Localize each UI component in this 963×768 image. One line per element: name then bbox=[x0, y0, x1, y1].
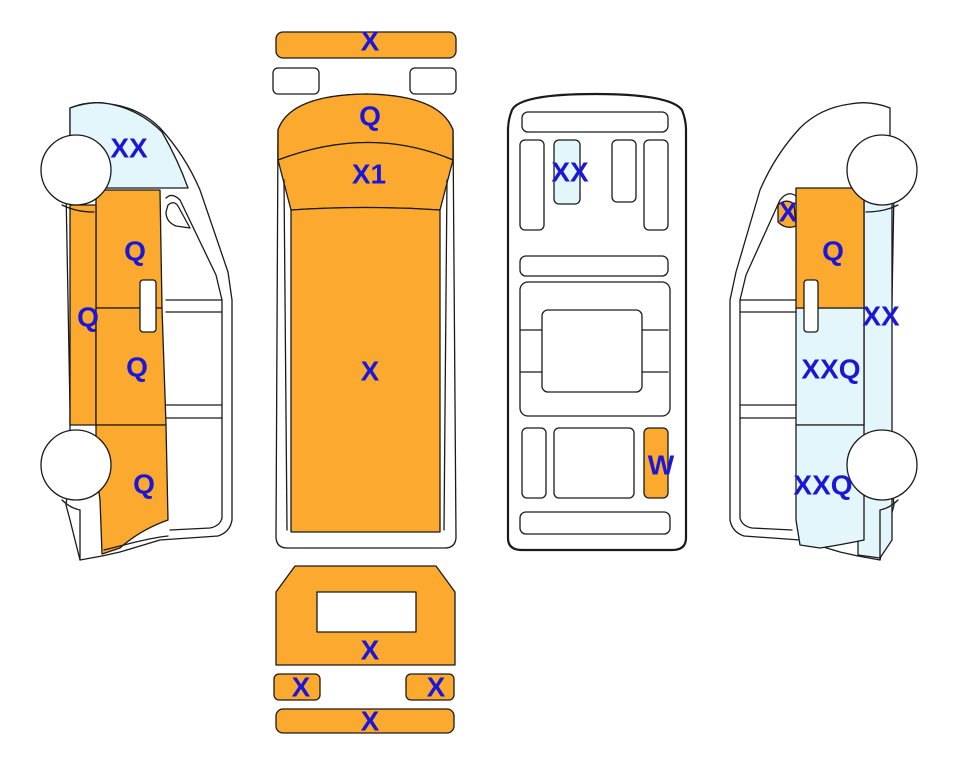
left-side-view bbox=[40, 102, 233, 561]
label-bonnet: Q bbox=[359, 101, 381, 132]
left-rear-panel bbox=[95, 424, 169, 555]
right-door-handle bbox=[803, 279, 819, 333]
label-rear-light-right: X bbox=[427, 672, 446, 703]
underbody-rear-panel bbox=[643, 427, 669, 499]
label-right-front-door: Q bbox=[822, 236, 844, 267]
label-left-front-wing: XX bbox=[110, 133, 148, 164]
underbody-view bbox=[506, 92, 688, 552]
label-right-mirror: X bbox=[779, 197, 798, 228]
label-right-pillar: XX bbox=[862, 301, 900, 332]
front-light-right bbox=[409, 67, 457, 95]
rear-window bbox=[316, 591, 417, 633]
label-left-front-door: Q bbox=[124, 236, 146, 267]
rear-bumper-panel bbox=[275, 708, 455, 734]
rear-view bbox=[273, 565, 456, 734]
right-front-door-panel bbox=[795, 187, 865, 309]
right-body-outline bbox=[729, 102, 895, 561]
label-rear-bumper: X bbox=[361, 706, 380, 737]
right-front-wheel bbox=[846, 134, 918, 206]
left-rear-wheel bbox=[40, 429, 112, 501]
right-side-view bbox=[729, 102, 918, 561]
label-roof: X bbox=[361, 356, 380, 387]
right-mirror-panel bbox=[777, 200, 797, 228]
label-left-side-rear: Q bbox=[133, 469, 155, 500]
damage-labels: X Q X1 X XX W X X X X XX Q Q Q Q X Q XX … bbox=[77, 26, 900, 737]
label-left-sill: Q bbox=[77, 302, 99, 333]
label-windscreen: X1 bbox=[352, 159, 386, 190]
label-underbody-seat: XX bbox=[551, 157, 589, 188]
left-window-frame bbox=[165, 194, 223, 531]
right-rear-wheel bbox=[846, 429, 918, 501]
rear-light-left-panel bbox=[273, 673, 321, 701]
rear-light-right-panel bbox=[405, 673, 455, 701]
underbody-outline bbox=[506, 92, 688, 552]
label-underbody-panel: W bbox=[648, 450, 675, 481]
label-rear-light-left: X bbox=[292, 672, 311, 703]
underbody-seat-panel bbox=[553, 139, 581, 205]
front-bumper-panel bbox=[275, 31, 457, 59]
label-right-side-middle: XXQ bbox=[801, 354, 860, 385]
left-door-handle bbox=[139, 279, 157, 333]
left-front-wheel bbox=[40, 134, 112, 206]
label-left-side-middle: Q bbox=[126, 352, 148, 383]
left-front-window bbox=[165, 202, 191, 229]
roof-panel bbox=[290, 206, 441, 533]
right-rear-panel bbox=[795, 424, 865, 549]
label-rear-door: X bbox=[361, 635, 380, 666]
label-right-side-rear: XXQ bbox=[793, 470, 852, 501]
front-light-left bbox=[272, 67, 320, 95]
label-front-bumper: X bbox=[361, 26, 380, 57]
top-view bbox=[272, 31, 457, 549]
